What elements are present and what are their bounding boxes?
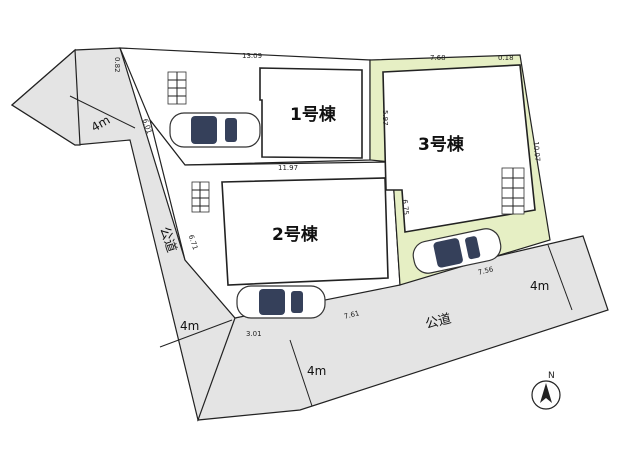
compass-label: N [548, 371, 555, 381]
car-lot-3 [412, 228, 502, 274]
nw-road-wedge [11, 48, 81, 146]
dim-10-07: 10.07 [532, 141, 542, 162]
dim-7-68: 7.68 [430, 54, 446, 62]
car-lot-2 [236, 285, 326, 319]
dim-0-18: 0.18 [498, 54, 514, 62]
stairs-lot-2 [191, 181, 210, 213]
stairs-lot-1 [167, 71, 187, 105]
building-3 [382, 64, 536, 233]
building-1-label: 1号棟 [290, 104, 337, 125]
dim-0-82: 0.82 [113, 57, 121, 73]
width-se: 4m [530, 279, 549, 293]
width-line-sw [289, 339, 313, 407]
car-lot-1 [169, 112, 261, 148]
building-2 [221, 177, 389, 286]
north-compass-icon [531, 380, 561, 410]
dim-3-01: 3.01 [246, 330, 262, 338]
stairs-lot-3 [501, 167, 525, 215]
width-w: 4m [180, 319, 199, 333]
building-2-label: 2号棟 [272, 224, 319, 245]
building-1 [259, 67, 363, 159]
dim-6-75: 6.75 [401, 199, 410, 215]
south-road-label: 公道 [424, 312, 453, 333]
dim-7-61: 7.61 [343, 309, 360, 321]
dim-5-97: 5.97 [381, 110, 389, 126]
dim-13-09: 13.09 [242, 52, 262, 60]
width-line-nw [69, 95, 136, 129]
building-3-label: 3号棟 [418, 134, 465, 155]
width-line-w [159, 319, 233, 348]
south-road [197, 235, 609, 421]
dim-11-97: 11.97 [278, 164, 298, 172]
width-line-se [547, 244, 573, 311]
dim-7-56: 7.56 [477, 265, 495, 277]
width-sw: 4m [307, 364, 326, 378]
